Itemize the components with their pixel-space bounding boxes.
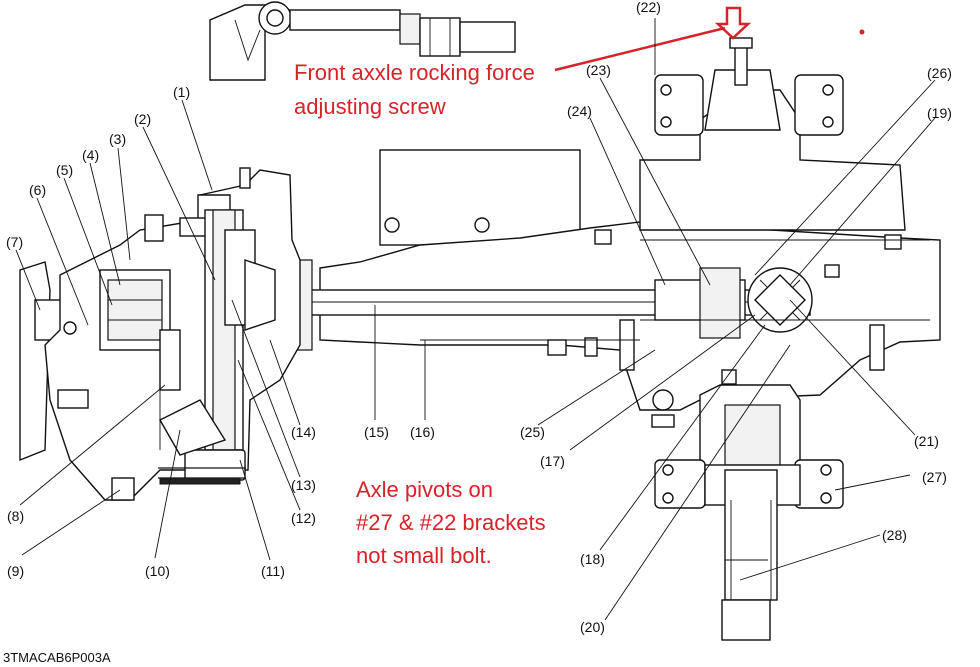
part-label-5: (5)	[56, 162, 73, 178]
part-label-3: (3)	[109, 131, 126, 147]
axle-housing	[249, 37, 941, 428]
part-label-8: (8)	[7, 508, 24, 524]
part-label-9: (9)	[7, 563, 24, 579]
part-label-7: (7)	[6, 234, 23, 250]
annotation-adjusting-screw-line1: Front axxle rocking force	[294, 60, 535, 85]
part-label-2: (2)	[134, 111, 151, 127]
part-label-10: (10)	[145, 563, 170, 579]
part-label-23: (23)	[586, 62, 611, 78]
part-label-18: (18)	[580, 551, 605, 567]
tie-rod-inset	[209, 1, 516, 81]
annotation-adjusting-screw-line2: adjusting screw	[294, 94, 446, 119]
annotation-pivot-line1: Axle pivots on	[356, 477, 493, 502]
part-labels: (1) (2) (3) (4) (5) (6) (7) (8) (9) (10)…	[6, 0, 952, 635]
part-label-14: (14)	[291, 424, 316, 440]
part-label-21: (21)	[914, 433, 939, 449]
part-label-27: (27)	[922, 469, 947, 485]
part-label-24: (24)	[567, 103, 592, 119]
part-label-1: (1)	[173, 84, 190, 100]
leader-lines	[15, 18, 936, 621]
adjust-screw-callout	[554, 6, 865, 72]
part-label-19: (19)	[927, 105, 952, 121]
figure-code: 3TMACAB6P003A	[3, 650, 111, 665]
part-label-16: (16)	[410, 424, 435, 440]
front-wheel-case	[19, 167, 301, 501]
part-label-26: (26)	[927, 65, 952, 81]
part-label-6: (6)	[29, 182, 46, 198]
annotation-pivot-line2: #27 & #22 brackets	[356, 510, 546, 535]
part-label-17: (17)	[540, 453, 565, 469]
lower-pivot	[654, 384, 844, 641]
part-label-28: (28)	[882, 527, 907, 543]
part-label-20: (20)	[580, 619, 605, 635]
annotation-pivot-line3: not small bolt.	[356, 543, 492, 568]
part-label-11: (11)	[261, 563, 285, 579]
part-label-22: (22)	[636, 0, 661, 15]
part-label-12: (12)	[291, 510, 316, 526]
part-label-15: (15)	[364, 424, 389, 440]
part-label-4: (4)	[82, 147, 99, 163]
part-label-25: (25)	[520, 424, 545, 440]
part-label-13: (13)	[291, 477, 316, 493]
